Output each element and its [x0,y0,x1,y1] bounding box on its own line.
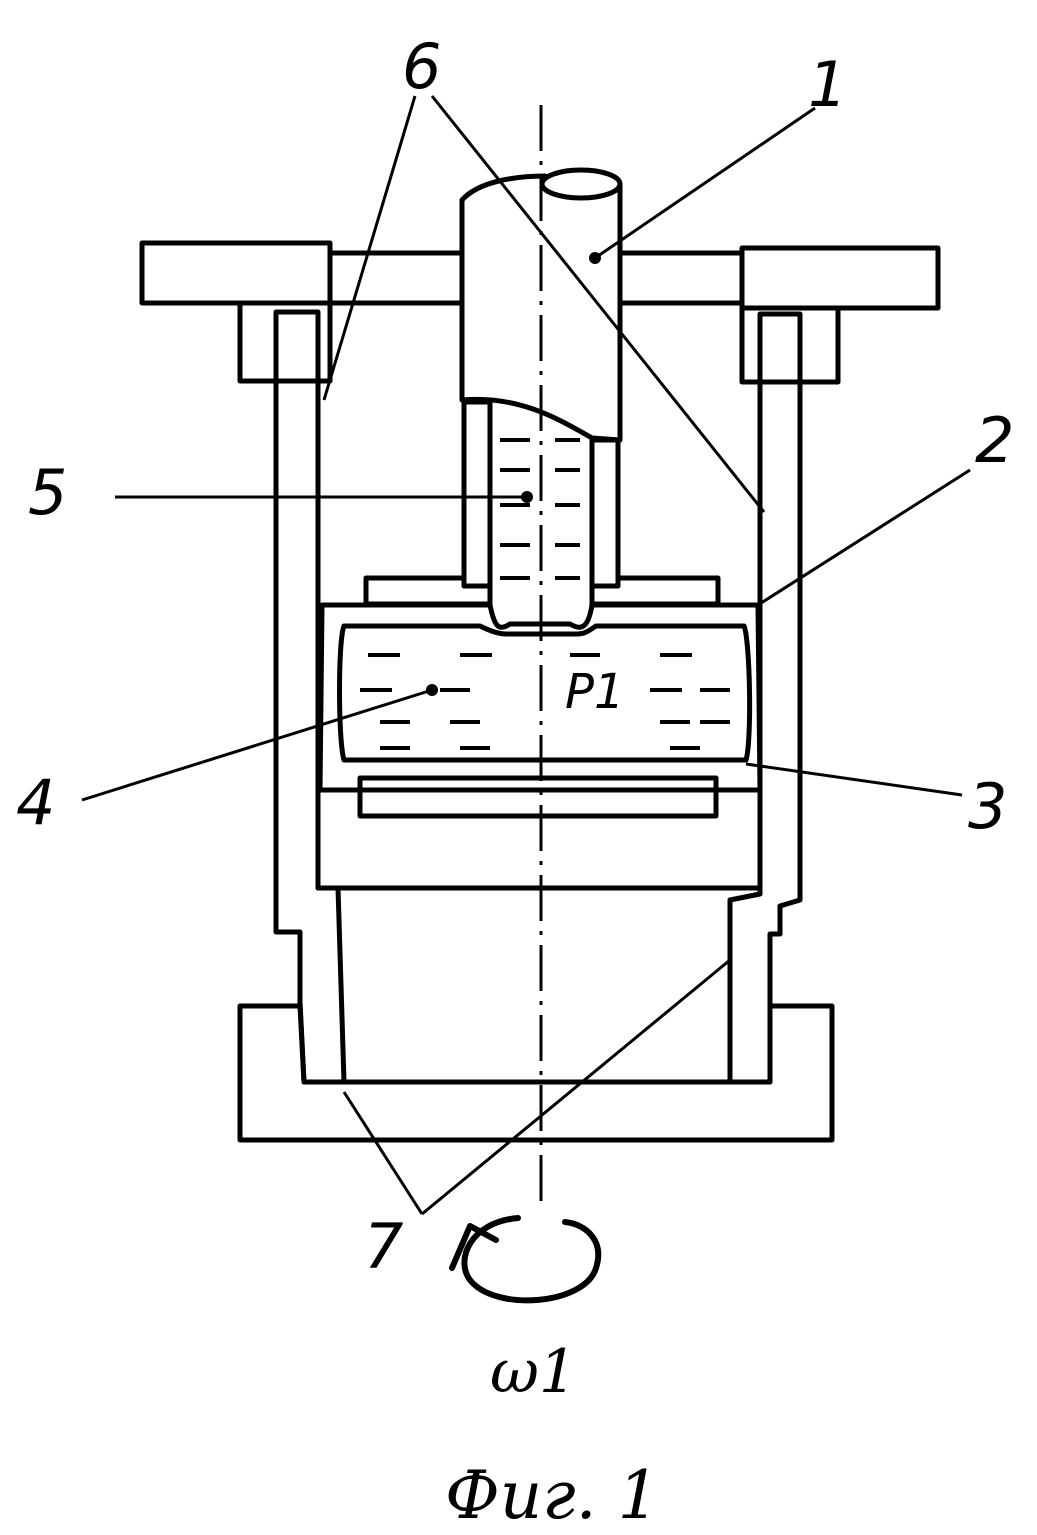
label-7: 7 [364,1210,403,1283]
label-pressure: P1 [565,664,624,720]
label-rotation: ω1 [490,1337,577,1407]
leader-4 [82,690,432,800]
label-3: 3 [968,770,1007,843]
leader-7b [422,960,730,1214]
leader-7a [344,1092,422,1214]
rotation-arrow-icon [452,1218,598,1300]
leader-6a [324,96,415,400]
leader-lines [82,96,970,1214]
chamber-liquid-dashes [360,655,730,748]
reference-dots [426,252,601,696]
leader-3 [746,764,962,795]
leader-2 [758,470,970,605]
piston-bottom-plate [360,778,716,816]
label-6: 6 [402,30,441,103]
label-2: 2 [975,404,1014,477]
figure-caption: Фиг. 1 [445,1457,660,1534]
leader-1 [595,108,815,258]
label-1: 1 [808,48,847,121]
label-5: 5 [28,456,67,529]
label-4: 4 [16,766,55,839]
